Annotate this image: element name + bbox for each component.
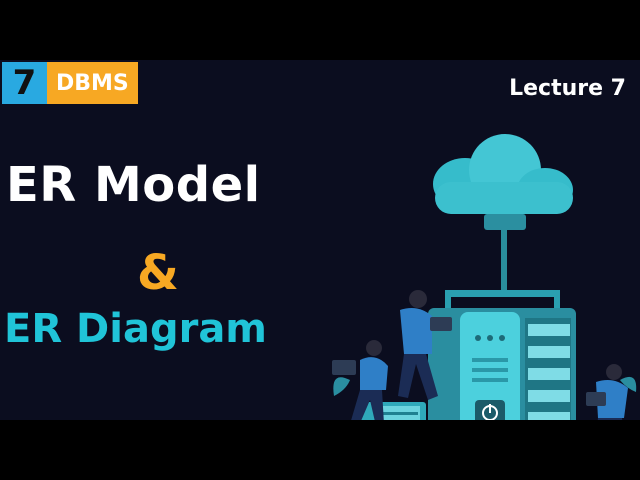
- power-icon: [475, 400, 505, 420]
- laptop-icon: [430, 317, 452, 331]
- badge-number: 7: [2, 62, 47, 104]
- series-badge: 7 DBMS: [2, 62, 138, 104]
- badge-label: DBMS: [47, 62, 138, 104]
- thumbnail-frame: 7 DBMS Lecture 7 ER Model & ER Diagram: [0, 60, 640, 420]
- laptop-icon: [586, 392, 606, 406]
- server-illustration: [332, 134, 637, 420]
- cloud-icon: [433, 134, 573, 214]
- person-icon: [596, 364, 628, 420]
- laptop-icon: [332, 360, 356, 375]
- person-icon: [351, 340, 388, 420]
- title-line-2: ER Diagram: [4, 306, 267, 352]
- title-line-1: ER Model: [6, 157, 261, 213]
- person-icon: [398, 290, 438, 400]
- lecture-label: Lecture 7: [509, 76, 626, 101]
- title-ampersand: &: [137, 245, 179, 301]
- server-icon: [360, 402, 426, 420]
- server-icon: [428, 308, 576, 420]
